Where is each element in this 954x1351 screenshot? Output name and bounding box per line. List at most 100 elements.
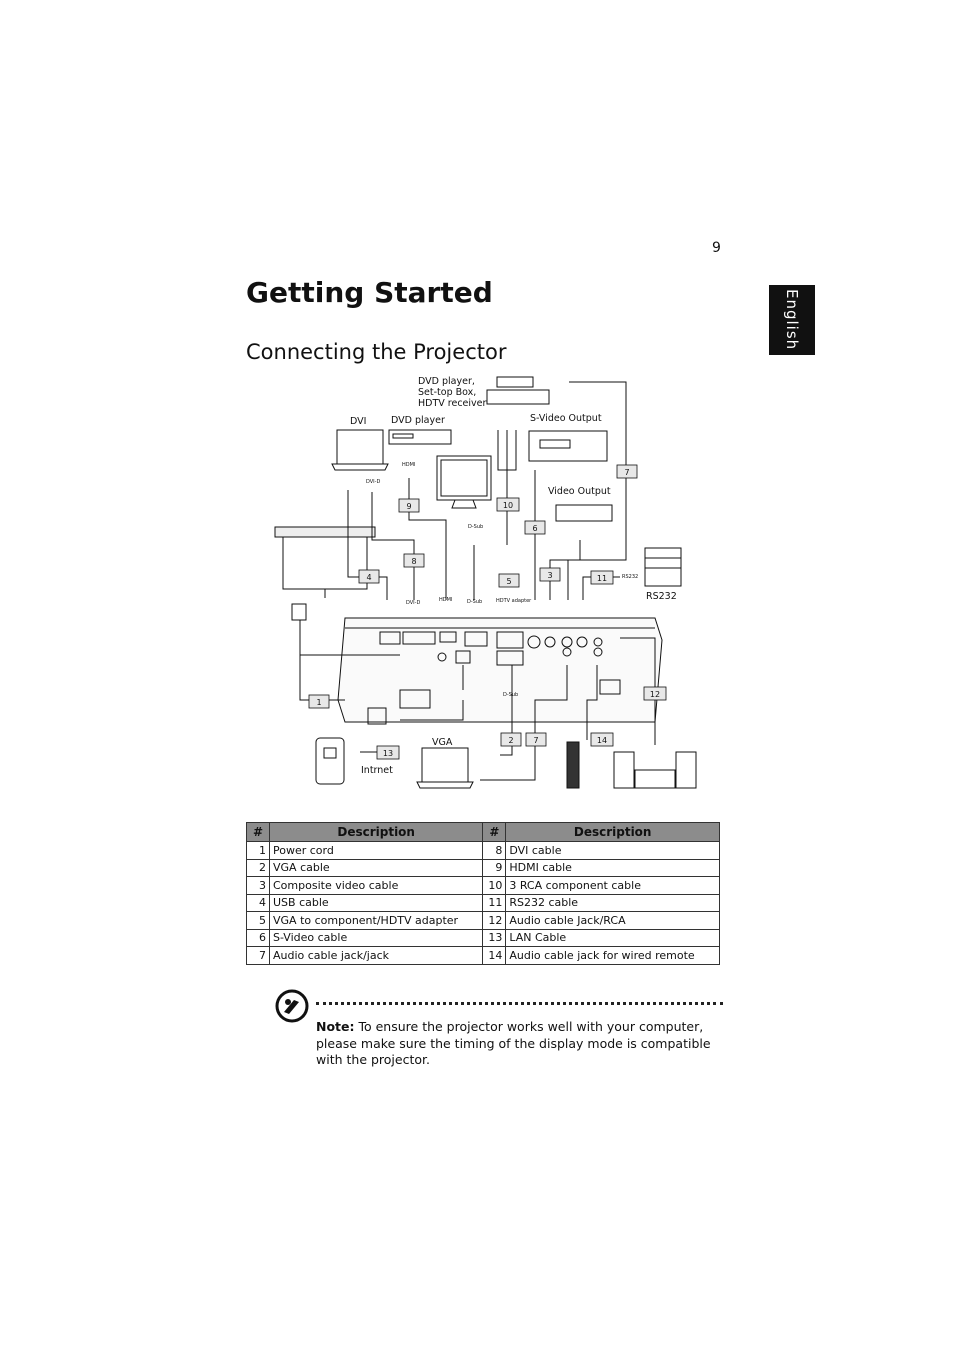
laptop-vga — [416, 747, 474, 789]
cell-num: 3 — [246, 876, 270, 895]
cell-desc: DVI cable — [505, 841, 720, 860]
badge-7b: 7 — [525, 732, 547, 747]
cell-num: 11 — [482, 893, 507, 912]
badge-5: 5 — [498, 573, 520, 588]
cell-desc: VGA cable — [268, 858, 484, 877]
badge-14: 14 — [590, 732, 614, 747]
language-tab: English — [769, 285, 815, 355]
label-dvd-player: DVD player — [391, 415, 445, 426]
cable-badges: 1 2 3 4 5 6 7 7 8 9 10 11 12 13 14 — [308, 464, 667, 760]
label-svideo-output: S-Video Output — [530, 413, 602, 424]
svg-text:12: 12 — [650, 690, 660, 699]
badge-4: 4 — [358, 569, 380, 584]
badge-1: 1 — [308, 694, 330, 709]
badge-7a: 7 — [616, 464, 638, 479]
badge-8: 8 — [403, 553, 425, 568]
svg-text:5: 5 — [506, 577, 511, 586]
svideo-source — [528, 430, 608, 462]
cell-num: 5 — [246, 911, 270, 930]
speakers — [613, 751, 697, 789]
cell-desc: HDMI cable — [505, 858, 720, 877]
rs232-pc — [644, 547, 682, 587]
table-row: 2 VGA cable 9 HDMI cable — [246, 858, 720, 877]
label-internet: Intrnet — [361, 765, 393, 776]
label-dvd-stb-hdtv-2: Set-top Box, — [418, 387, 476, 398]
badge-9: 9 — [398, 498, 420, 513]
cell-num: 12 — [482, 911, 507, 930]
cell-desc: Composite video cable — [268, 876, 484, 895]
svg-text:2: 2 — [508, 736, 513, 745]
table-row: 6 S-Video cable 13 LAN Cable — [246, 928, 720, 947]
svg-text:HDTV adapter: HDTV adapter — [496, 598, 532, 604]
cell-desc: S-Video cable — [268, 928, 484, 947]
wall-outlet — [291, 603, 307, 621]
laptop-dvi — [331, 429, 389, 471]
svg-text:D-Sub: D-Sub — [468, 524, 483, 530]
note-body: To ensure the projector works well with … — [316, 1019, 711, 1067]
svg-text:DVI-D: DVI-D — [406, 600, 420, 606]
svg-text:14: 14 — [597, 736, 607, 745]
wired-remote — [566, 741, 580, 789]
dvd-player — [388, 429, 452, 445]
svg-text:3: 3 — [547, 571, 552, 580]
note-divider — [316, 1002, 723, 1005]
svg-text:D-Sub: D-Sub — [503, 692, 518, 698]
label-vga: VGA — [432, 737, 453, 748]
cable-table: # Description # Description 1 Power cord… — [246, 822, 720, 965]
table-header-row: # Description # Description — [246, 822, 720, 842]
set-top-box — [486, 376, 550, 405]
svg-text:D-Sub: D-Sub — [467, 599, 482, 605]
label-dvd-stb-hdtv-1: DVD player, — [418, 376, 475, 387]
note-icon — [275, 989, 309, 1023]
svg-text:4: 4 — [366, 573, 371, 582]
svg-text:6: 6 — [532, 524, 537, 533]
badge-11: 11 — [590, 570, 614, 585]
cell-num: 1 — [246, 841, 270, 860]
cell-desc: Audio cable Jack/RCA — [505, 911, 720, 930]
table-row: 4 USB cable 11 RS232 cable — [246, 893, 720, 912]
connector-labels: HDMI DVI-D D-Sub DVI-D HDMI D-Sub HDTV a… — [366, 462, 638, 698]
cell-num: 8 — [482, 841, 507, 860]
projector-illustration — [337, 617, 663, 725]
badge-13: 13 — [376, 745, 400, 760]
label-video-output: Video Output — [548, 486, 611, 497]
badge-12: 12 — [643, 686, 667, 701]
cell-desc: LAN Cable — [505, 928, 720, 947]
svg-text:9: 9 — [406, 502, 411, 511]
svg-text:10: 10 — [503, 501, 513, 510]
label-dvi: DVI — [350, 416, 366, 427]
svg-text:1: 1 — [316, 698, 321, 707]
cell-desc: VGA to component/HDTV adapter — [268, 911, 484, 930]
language-tab-label: English — [783, 289, 801, 351]
note-text: Note: To ensure the projector works well… — [316, 1019, 716, 1069]
svg-text:13: 13 — [383, 749, 393, 758]
cell-num: 4 — [246, 893, 270, 912]
col-header-num: # — [482, 822, 507, 842]
table-row: 3 Composite video cable 10 3 RCA compone… — [246, 876, 720, 895]
col-header-description: Description — [268, 822, 484, 842]
cell-num: 2 — [246, 858, 270, 877]
cell-num: 10 — [482, 876, 507, 895]
svg-text:DVI-D: DVI-D — [366, 479, 380, 485]
table-row: 5 VGA to component/HDTV adapter 12 Audio… — [246, 911, 720, 930]
note-label: Note: — [316, 1019, 355, 1034]
cell-num: 9 — [482, 858, 507, 877]
svg-text:HDMI: HDMI — [439, 597, 452, 603]
video-source — [555, 504, 613, 522]
svg-text:7: 7 — [624, 468, 629, 477]
table-row: 7 Audio cable jack/jack 14 Audio cable j… — [246, 946, 720, 965]
cell-num: 6 — [246, 928, 270, 947]
label-dvd-stb-hdtv-3: HDTV receiver — [418, 398, 486, 409]
table-row: 1 Power cord 8 DVI cable — [246, 841, 720, 860]
cell-desc: Audio cable jack for wired remote — [505, 946, 720, 965]
svg-text:HDMI: HDMI — [402, 462, 415, 468]
cell-num: 14 — [482, 946, 507, 965]
svg-text:RS232: RS232 — [622, 574, 638, 580]
cell-desc: 3 RCA component cable — [505, 876, 720, 895]
badge-10: 10 — [496, 497, 520, 512]
lan-wall-jack — [315, 737, 345, 785]
cell-desc: RS232 cable — [505, 893, 720, 912]
svg-text:8: 8 — [411, 557, 416, 566]
page-title: Getting Started — [246, 276, 493, 309]
